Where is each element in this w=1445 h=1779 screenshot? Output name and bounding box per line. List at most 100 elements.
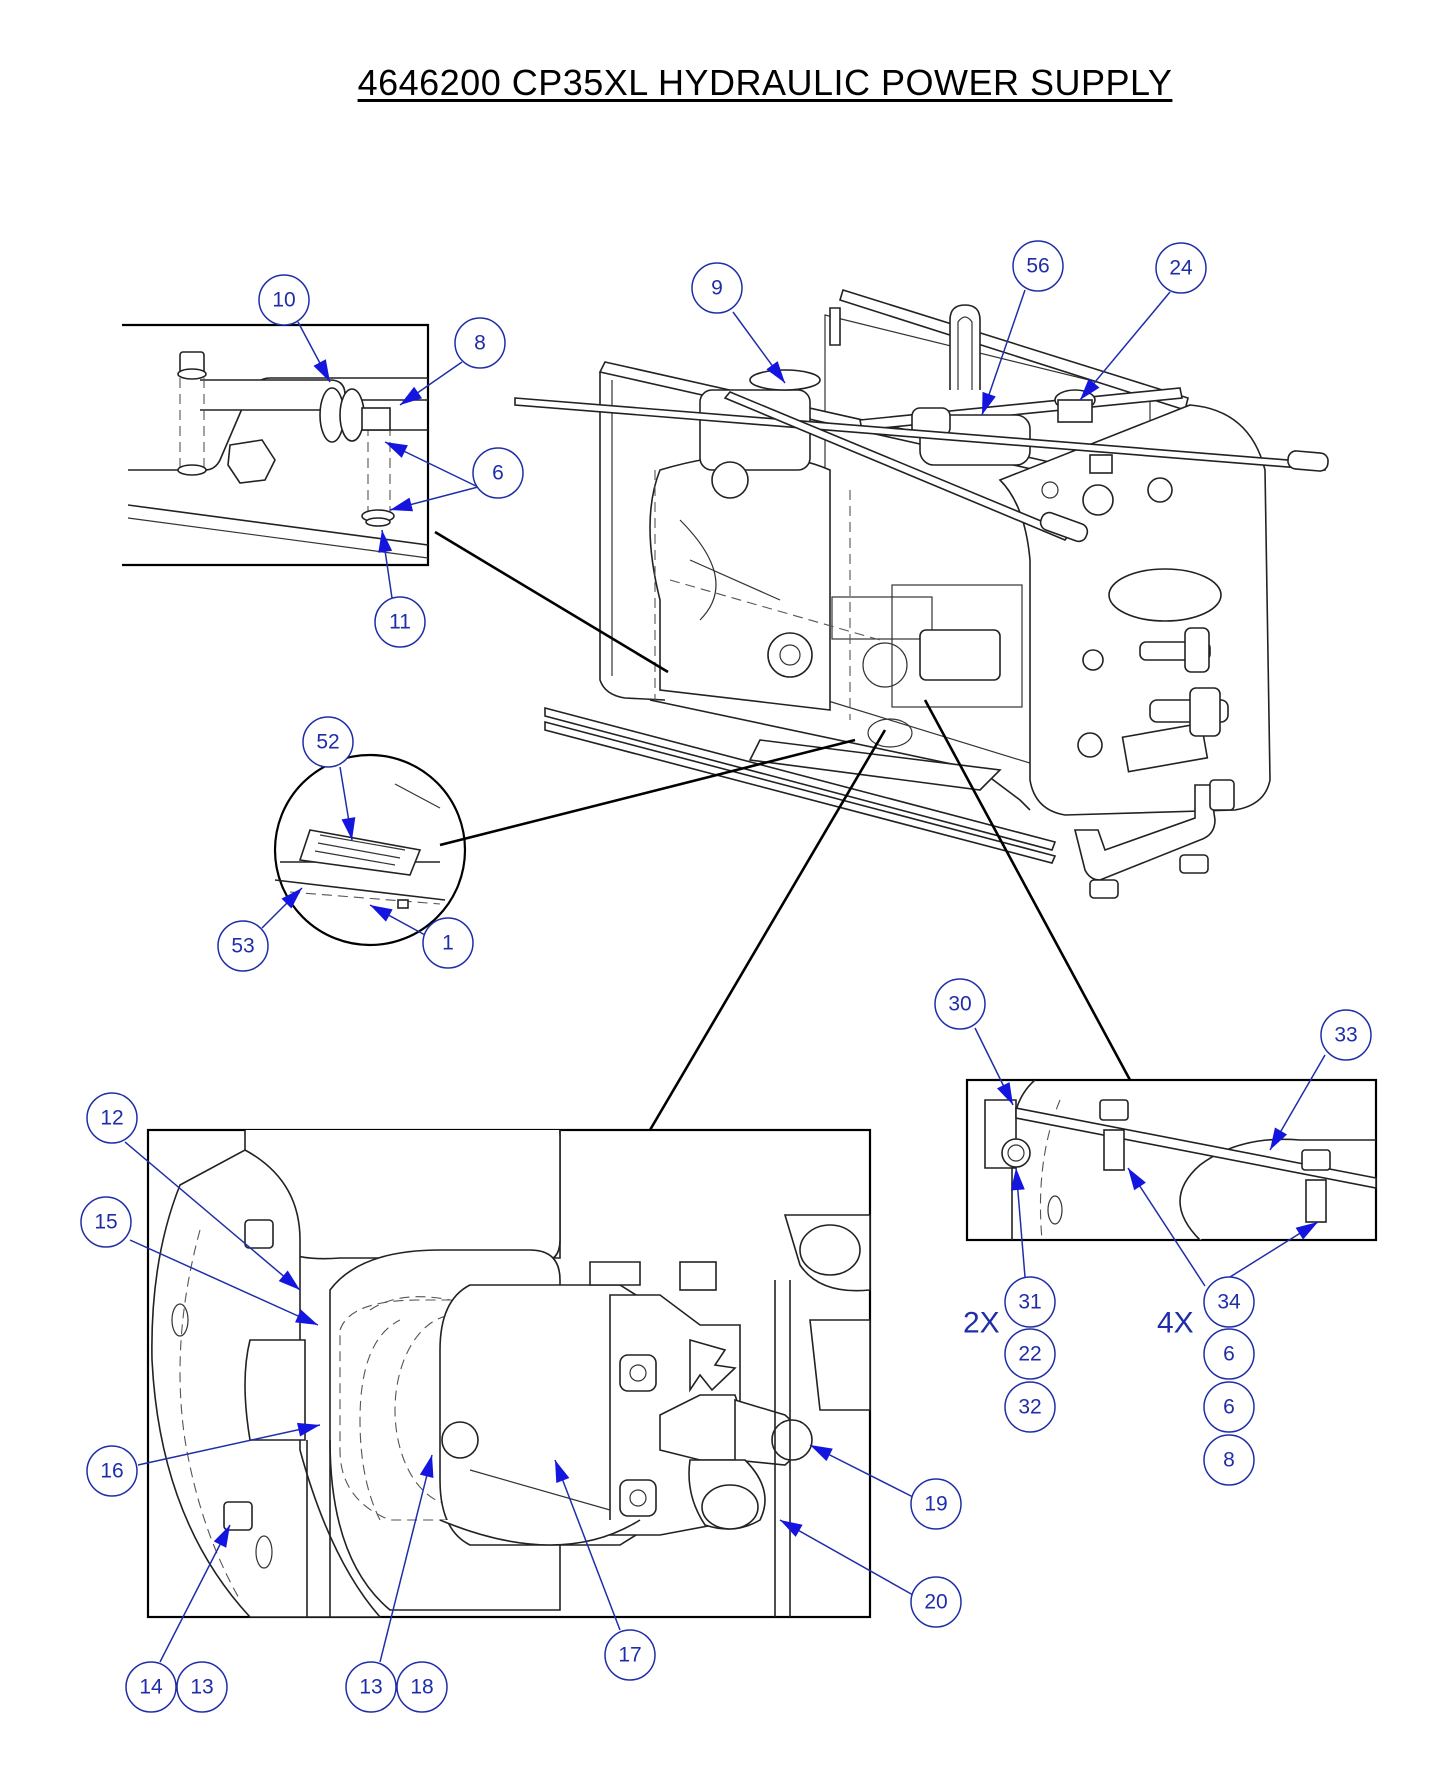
callout-11[interactable]: 11 bbox=[374, 596, 426, 648]
svg-text:19: 19 bbox=[924, 1493, 947, 1516]
arrow-34b-head bbox=[1295, 1222, 1318, 1240]
svg-text:1: 1 bbox=[442, 932, 454, 955]
callout-32[interactable]: 32 bbox=[1004, 1381, 1056, 1433]
svg-text:33: 33 bbox=[1334, 1024, 1357, 1047]
arrow-12-head bbox=[278, 1270, 300, 1290]
svg-text:8: 8 bbox=[474, 332, 486, 355]
svg-text:20: 20 bbox=[924, 1591, 947, 1614]
callout-24[interactable]: 24 bbox=[1155, 242, 1207, 294]
callout-18[interactable]: 18 bbox=[396, 1661, 448, 1713]
arrow-10-head bbox=[313, 359, 330, 382]
svg-text:9: 9 bbox=[711, 277, 723, 300]
callout-1[interactable]: 1 bbox=[422, 917, 474, 969]
arrow-34a-line bbox=[1127, 1167, 1206, 1287]
arrow-13-line bbox=[379, 1454, 433, 1663]
arrow-20-line bbox=[779, 1519, 914, 1596]
callout-13[interactable]: 13 bbox=[176, 1661, 228, 1713]
detail-leader-lines bbox=[434, 530, 1132, 1131]
callout-arrows bbox=[124, 289, 1326, 1663]
svg-text:13: 13 bbox=[359, 1676, 382, 1699]
arrow-14-line bbox=[159, 1524, 231, 1663]
arrow-17-line bbox=[554, 1459, 621, 1631]
arrow-15-head bbox=[295, 1309, 318, 1325]
arrow-17-head bbox=[555, 1460, 570, 1484]
callout-15[interactable]: 15 bbox=[80, 1196, 132, 1248]
callout-31[interactable]: 31 bbox=[1004, 1276, 1056, 1328]
arrow-33-head bbox=[1270, 1127, 1288, 1150]
arrow-53-head bbox=[281, 888, 302, 909]
svg-text:30: 30 bbox=[948, 993, 971, 1016]
arrow-12-line bbox=[124, 1141, 301, 1291]
svg-text:34: 34 bbox=[1217, 1291, 1241, 1314]
detail-circle-label bbox=[273, 753, 467, 947]
arrow-13-head bbox=[419, 1455, 434, 1479]
arrow-1-head bbox=[370, 905, 393, 922]
svg-text:6: 6 bbox=[492, 462, 504, 485]
arrow-8-head bbox=[400, 386, 423, 405]
arrow-14-head bbox=[213, 1525, 230, 1548]
callout-8-second[interactable]: 8 bbox=[1203, 1434, 1255, 1486]
callout-20[interactable]: 20 bbox=[910, 1576, 962, 1628]
detail-bottom-pump bbox=[146, 1128, 872, 1619]
arrow-6a-head bbox=[385, 442, 408, 458]
callout-13-second[interactable]: 13 bbox=[345, 1661, 397, 1713]
detail-right-bracket bbox=[965, 1078, 1378, 1242]
callout-6-second[interactable]: 6 bbox=[1203, 1328, 1255, 1380]
svg-text:52: 52 bbox=[316, 731, 339, 754]
svg-text:12: 12 bbox=[100, 1107, 123, 1130]
arrow-56-head bbox=[982, 391, 996, 415]
diagram-title: 4646200 CP35XL HYDRAULIC POWER SUPPLY bbox=[357, 62, 1173, 103]
callout-6-third[interactable]: 6 bbox=[1203, 1381, 1255, 1433]
callout-9[interactable]: 9 bbox=[691, 262, 743, 314]
detail-top-left bbox=[122, 323, 430, 567]
svg-text:8: 8 bbox=[1223, 1449, 1235, 1472]
callout-14[interactable]: 14 bbox=[125, 1661, 177, 1713]
arrow-16-head bbox=[297, 1422, 320, 1437]
callout-19[interactable]: 19 bbox=[910, 1478, 962, 1530]
callout-8[interactable]: 8 bbox=[454, 317, 506, 369]
arrow-24-head bbox=[1080, 378, 1100, 400]
svg-text:32: 32 bbox=[1018, 1396, 1041, 1419]
svg-text:24: 24 bbox=[1169, 257, 1193, 280]
svg-text:14: 14 bbox=[139, 1676, 163, 1699]
arrow-16-line bbox=[137, 1424, 321, 1466]
callout-22[interactable]: 22 bbox=[1004, 1328, 1056, 1380]
arrow-34a-head bbox=[1128, 1168, 1146, 1191]
svg-text:6: 6 bbox=[1223, 1396, 1235, 1419]
callout-30[interactable]: 30 bbox=[934, 978, 986, 1030]
svg-text:17: 17 bbox=[618, 1644, 641, 1667]
arrow-20-head bbox=[780, 1520, 803, 1537]
svg-text:15: 15 bbox=[94, 1211, 117, 1234]
callout-bubbles: 10 8 6 11 9 56 24 52 53 1 30 33 31 22 32… bbox=[80, 240, 1372, 1713]
callout-16[interactable]: 16 bbox=[86, 1445, 138, 1497]
callout-12[interactable]: 12 bbox=[86, 1092, 138, 1144]
callout-34[interactable]: 34 bbox=[1203, 1276, 1255, 1328]
svg-text:56: 56 bbox=[1026, 255, 1049, 278]
arrow-11-head bbox=[378, 530, 393, 553]
quantity-4x: 4X bbox=[1157, 1307, 1194, 1340]
main-assembly bbox=[514, 288, 1329, 899]
arrow-19-head bbox=[810, 1445, 833, 1462]
arrow-52-head bbox=[341, 817, 356, 840]
callout-52[interactable]: 52 bbox=[302, 716, 354, 768]
arrow-15-line bbox=[129, 1239, 319, 1326]
callout-6[interactable]: 6 bbox=[472, 447, 524, 499]
callout-33[interactable]: 33 bbox=[1320, 1009, 1372, 1061]
svg-text:53: 53 bbox=[231, 935, 254, 958]
svg-text:22: 22 bbox=[1018, 1343, 1041, 1366]
svg-text:31: 31 bbox=[1018, 1291, 1041, 1314]
callout-17[interactable]: 17 bbox=[604, 1629, 656, 1681]
callout-56[interactable]: 56 bbox=[1012, 240, 1064, 292]
svg-text:6: 6 bbox=[1223, 1343, 1235, 1366]
svg-text:13: 13 bbox=[190, 1676, 213, 1699]
svg-text:10: 10 bbox=[272, 289, 295, 312]
callout-53[interactable]: 53 bbox=[217, 920, 269, 972]
arrow-30-head bbox=[996, 1082, 1013, 1105]
svg-text:16: 16 bbox=[100, 1460, 123, 1483]
arrow-31-head bbox=[1010, 1168, 1025, 1191]
arrow-56-line bbox=[981, 289, 1026, 416]
svg-text:11: 11 bbox=[389, 611, 411, 634]
arrow-24-line bbox=[1079, 291, 1171, 401]
callout-10[interactable]: 10 bbox=[258, 274, 310, 326]
